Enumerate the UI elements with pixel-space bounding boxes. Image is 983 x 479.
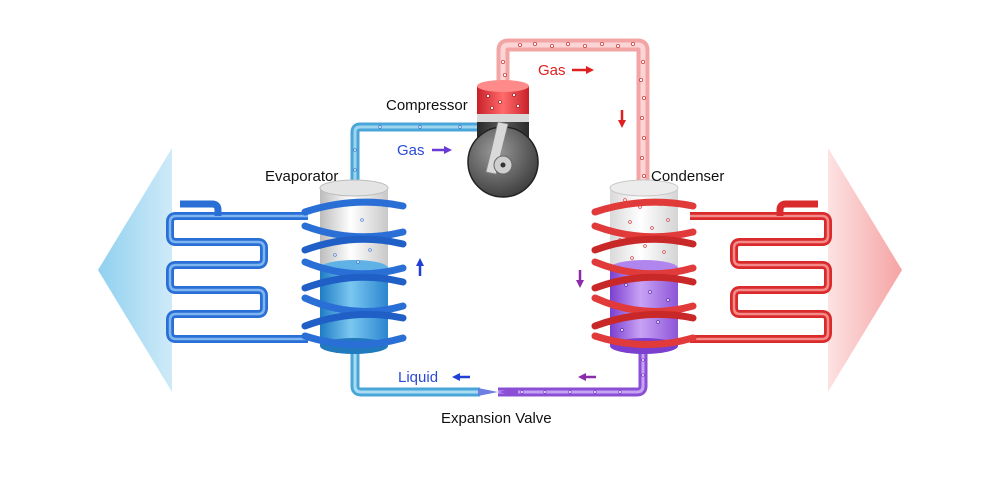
condenser-label: Condenser bbox=[651, 168, 724, 185]
expansion-valve-label: Expansion Valve bbox=[441, 410, 552, 427]
compressor-label: Compressor bbox=[386, 97, 468, 114]
warm-air-arrow-icon bbox=[828, 148, 902, 392]
evaporator-outdoor-coil bbox=[166, 212, 308, 343]
condenser-indoor-coil bbox=[690, 212, 832, 343]
liquid-label: Liquid bbox=[398, 369, 438, 386]
cold-air-arrow-icon bbox=[98, 148, 172, 392]
expansion-valve-icon bbox=[478, 388, 498, 396]
evaporator-label: Evaporator bbox=[265, 168, 338, 185]
gas-label-left: Gas bbox=[397, 142, 425, 159]
condenser-coil bbox=[591, 198, 697, 349]
evaporator-coil bbox=[301, 198, 407, 349]
liquid-pipe-right bbox=[498, 345, 648, 397]
flow-arrow-icon bbox=[416, 66, 626, 381]
gas-label-top: Gas bbox=[538, 62, 566, 79]
compressor-icon bbox=[467, 80, 539, 198]
